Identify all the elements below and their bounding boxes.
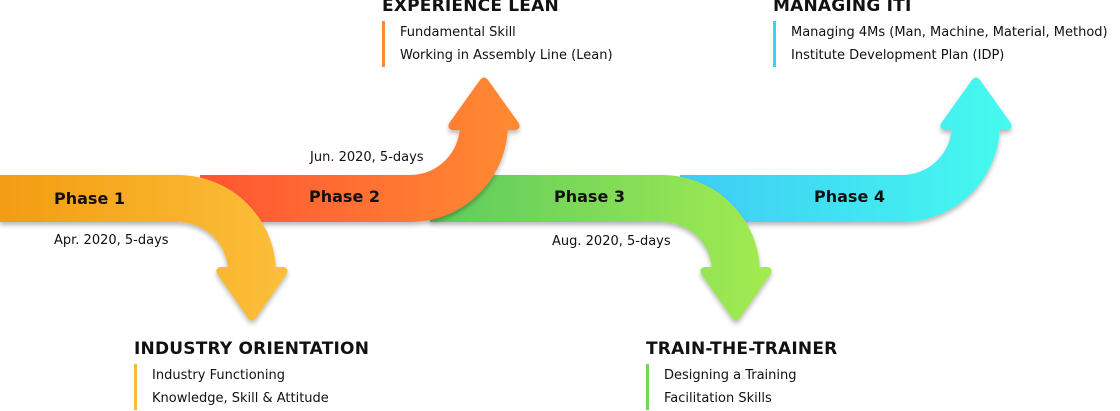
phase-2-arrow bbox=[200, 77, 520, 223]
phase-1-details: INDUSTRY ORIENTATION Industry Functionin… bbox=[134, 339, 369, 410]
phase-4-details: MANAGING ITI Managing 4Ms (Man, Machine,… bbox=[773, 0, 1108, 67]
list-item: Managing 4Ms (Man, Machine, Material, Me… bbox=[791, 25, 1108, 40]
list-item: Institute Development Plan (IDP) bbox=[791, 48, 1005, 63]
phase-3-date: Aug. 2020, 5-days bbox=[552, 234, 671, 249]
phase-2-title: EXPERIENCE LEAN bbox=[382, 0, 559, 16]
phase-4-label: Phase 4 bbox=[814, 187, 885, 206]
phase-4-list: Managing 4Ms (Man, Machine, Material, Me… bbox=[773, 21, 1108, 67]
phase-2-date: Jun. 2020, 5-days bbox=[310, 150, 424, 165]
list-item: Industry Functioning bbox=[152, 368, 286, 383]
phase-1-arrow bbox=[0, 175, 288, 321]
phase-1-date: Apr. 2020, 5-days bbox=[54, 233, 169, 248]
list-item: Designing a Training bbox=[664, 368, 797, 383]
phase-3-arrow bbox=[430, 175, 772, 321]
list-item: Facilitation Skills bbox=[664, 391, 772, 406]
phase-4-title: MANAGING ITI bbox=[773, 0, 912, 16]
list-item: Fundamental Skill bbox=[400, 25, 516, 40]
phase-2-details: EXPERIENCE LEAN Fundamental Skill Workin… bbox=[382, 0, 613, 67]
phase-3-label: Phase 3 bbox=[554, 187, 625, 206]
phase-4-arrow bbox=[680, 77, 1012, 222]
phase-1-title: INDUSTRY ORIENTATION bbox=[134, 339, 370, 359]
list-item: Knowledge, Skill & Attitude bbox=[152, 391, 329, 406]
phase-3-title: TRAIN-THE-TRAINER bbox=[646, 339, 838, 359]
phase-1-label: Phase 1 bbox=[54, 189, 125, 208]
phase-2-list: Fundamental Skill Working in Assembly Li… bbox=[382, 21, 613, 67]
phase-2-label: Phase 2 bbox=[309, 187, 380, 206]
phase-1-list: Industry Functioning Knowledge, Skill & … bbox=[134, 364, 369, 410]
phase-3-list: Designing a Training Facilitation Skills bbox=[646, 364, 837, 410]
phase-3-details: TRAIN-THE-TRAINER Designing a Training F… bbox=[646, 339, 837, 410]
list-item: Working in Assembly Line (Lean) bbox=[400, 48, 613, 63]
